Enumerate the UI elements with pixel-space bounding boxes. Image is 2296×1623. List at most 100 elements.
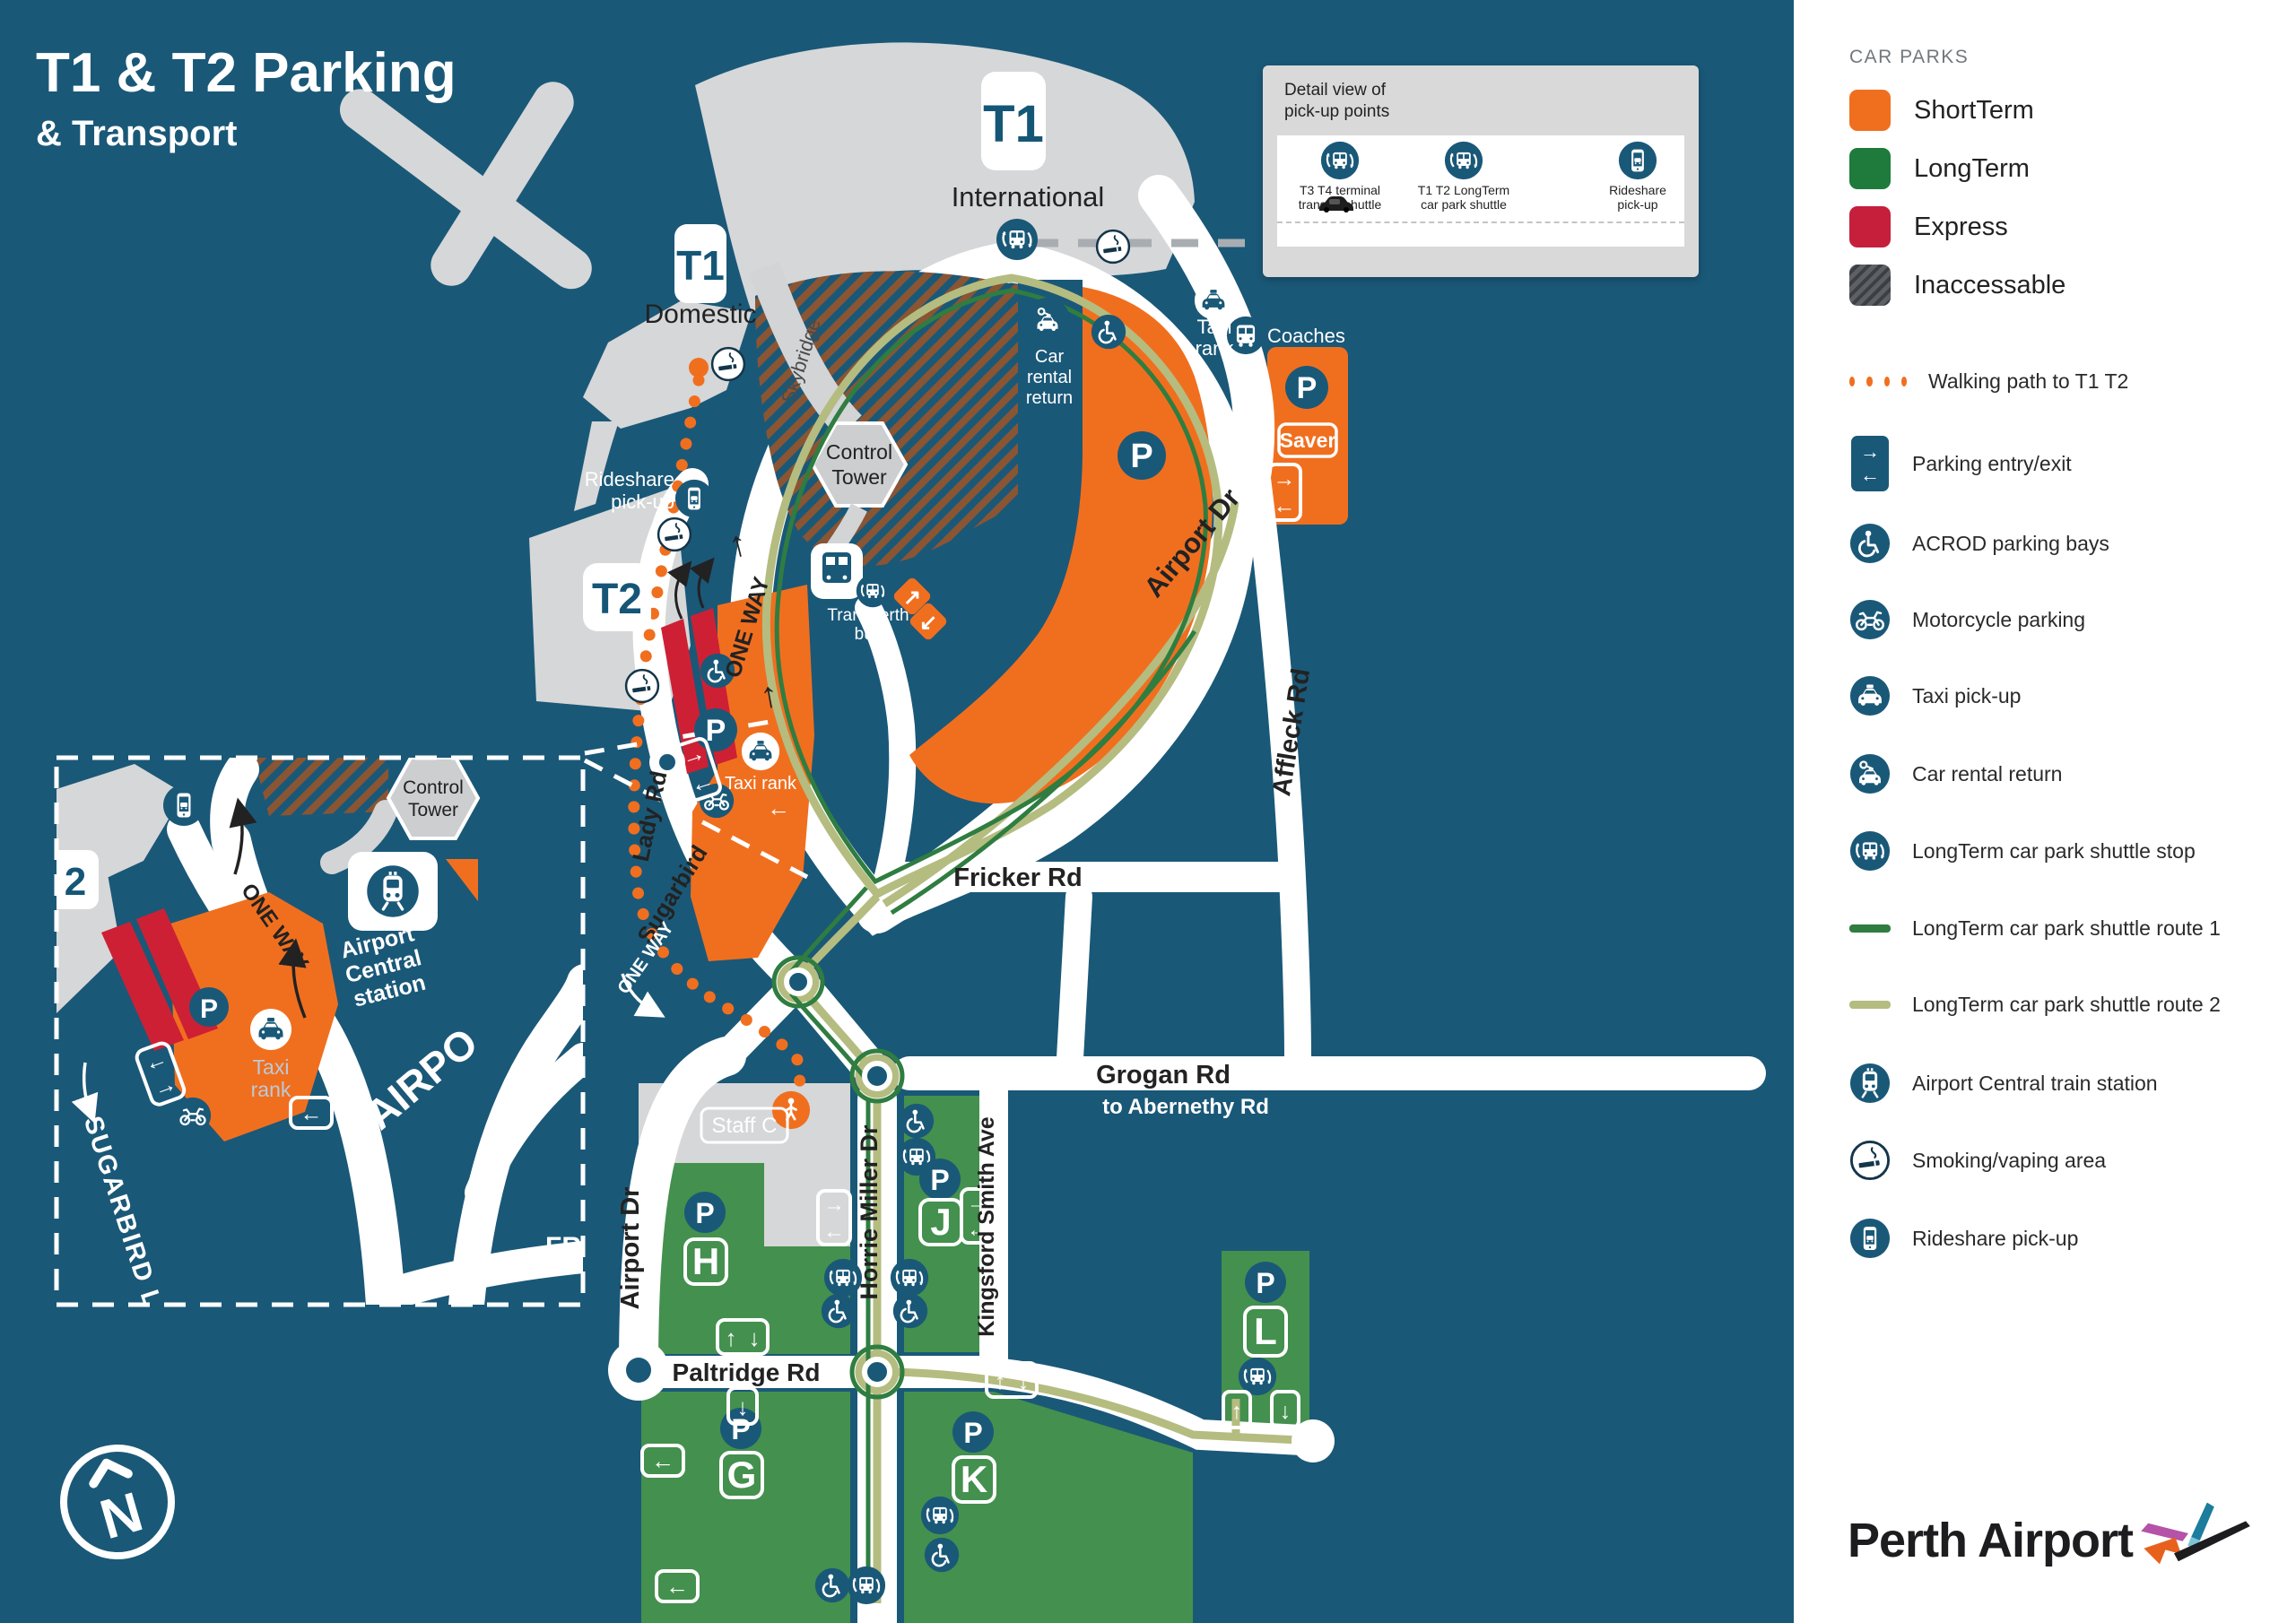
detail-box-title: Detail view of pick-up points [1284, 81, 1390, 121]
arrow: ↙ [919, 611, 937, 635]
title-line-1: T1 & T2 Parking [36, 42, 457, 104]
car-park-j-label: J [930, 1201, 951, 1243]
inset-callout-lines [583, 717, 809, 880]
svg-text:P: P [1297, 371, 1318, 405]
parking-entry-diamonds: ↗ ↙ [893, 577, 947, 640]
inset-fricker-label: FRI [545, 1232, 588, 1262]
paltridge-label: Paltridge Rd [673, 1358, 821, 1386]
shuttle-stop-icon [920, 1496, 960, 1535]
svg-text:→: → [1274, 466, 1296, 491]
detail-box-dashed-road-line [1277, 221, 1684, 223]
entry-exit-signs: → ← ← → ← → ← → ← ↑ ↓ ↓ ↑ ↓ ↑ ↓ ← ← [640, 463, 1302, 1603]
roundabouts [608, 968, 1335, 1462]
svg-text:←: ← [823, 1219, 845, 1244]
svg-text:P: P [706, 714, 726, 748]
t1-domestic-badge: T1 [674, 224, 726, 303]
inset-p: P [189, 987, 229, 1027]
taxi-icon [1849, 675, 1891, 716]
svg-text:Tower: Tower [831, 465, 887, 489]
svg-text:↓: ↓ [737, 1393, 749, 1420]
legend-shortterm: ShortTerm [1849, 90, 2034, 131]
t1-international-building [695, 42, 1195, 312]
acrod-icon [892, 1293, 928, 1329]
page-title: T1 & T2 Parking & Transport [36, 41, 457, 154]
legend-taxi: Taxi pick-up [1849, 675, 2021, 716]
inset-taxi-rank-label: Taxi [253, 1055, 290, 1079]
shortterm-swatch [1849, 90, 1891, 131]
svg-text:←: ← [665, 1573, 689, 1600]
motorcycle-icon [1849, 599, 1891, 640]
legend-route-2: LongTerm car park shuttle route 2 [1849, 993, 2221, 1017]
acrod-icon [1849, 523, 1891, 564]
svg-text:←: ← [300, 1101, 323, 1126]
shuttle-stop-icon [847, 1566, 886, 1605]
control-tower-label: Control [826, 440, 892, 464]
shuttle-stop-icon [996, 218, 1039, 261]
logo-star-icon [2141, 1502, 2250, 1565]
taxi-rank-icon [1194, 281, 1233, 320]
taxi-rank-label: Taxi [1196, 316, 1231, 338]
p-k: P [952, 1411, 994, 1453]
grogan-sub-label: to Abernethy Rd [1102, 1095, 1269, 1119]
affleck-rd-road [1239, 424, 1311, 1072]
taxi-rank-t2-label: Taxi rank [725, 774, 797, 794]
legend-heading: CAR PARKS [1849, 47, 1970, 67]
transperth-bus-station [811, 543, 890, 608]
loop-interior-road [855, 595, 917, 921]
route-1-line [1849, 924, 1891, 933]
svg-text:bus: bus [855, 625, 883, 644]
svg-text:↑: ↑ [726, 1324, 737, 1351]
legend-smoking: Smoking/vaping area [1849, 1140, 2106, 1181]
rideshare-icon [1849, 1218, 1891, 1259]
shuttle-bus-icon [1444, 141, 1483, 180]
route-2-line [1849, 1001, 1891, 1009]
p-j: P [919, 1159, 961, 1200]
svg-text:↓: ↓ [749, 1324, 761, 1351]
walking-man-icon [771, 1090, 811, 1130]
svg-text:Tower: Tower [408, 800, 458, 820]
car-rental-label: Car [1035, 347, 1065, 367]
svg-text:↑: ↑ [995, 1367, 1006, 1394]
acrod-icon [821, 1293, 857, 1329]
map-icons: ↗ ↙ [624, 218, 1277, 1605]
smoking-icon [657, 516, 692, 552]
terminal-connector [574, 421, 619, 511]
car-rental-icon [1849, 753, 1891, 794]
legend-walking-path: Walking path to T1 T2 [1849, 369, 2128, 394]
car-park-g-label: G [727, 1454, 757, 1496]
airport-dr-west-label: Airport Dr [616, 1187, 645, 1310]
svg-text:P: P [1130, 438, 1152, 475]
inset-detail: 2 Control Tower Airport Central station [54, 755, 588, 1307]
svg-text:P: P [963, 1417, 982, 1449]
legend-inaccessable: Inaccessable [1849, 265, 2066, 306]
svg-text:P: P [200, 994, 218, 1024]
smoking-icon [1849, 1140, 1891, 1181]
horrie-miller-label: Horrie Miller Dr [856, 1124, 883, 1300]
p-l: P [1245, 1262, 1286, 1303]
svg-text:→: → [967, 1191, 988, 1215]
legend-shuttle-stop: LongTerm car park shuttle stop [1849, 830, 2196, 872]
transperth-label: Transperth [827, 606, 909, 625]
smoking-icon [1095, 229, 1131, 265]
inset-taxi-icon [250, 1009, 291, 1050]
acrod-icon [924, 1537, 960, 1573]
svg-text:P: P [1256, 1267, 1274, 1299]
longterm-swatch [1849, 148, 1891, 189]
legend-route-1: LongTerm car park shuttle route 1 [1849, 916, 2221, 941]
legend-sidebar: CAR PARKS ShortTerm LongTerm Express Ina… [1794, 0, 2296, 1623]
car-park-l-label: L [1254, 1310, 1277, 1352]
svg-text:←: ← [1274, 493, 1296, 518]
p-saver: P [1285, 366, 1328, 409]
svg-text:return: return [1026, 388, 1073, 408]
car-park-k-label: K [961, 1458, 987, 1500]
fricker-rd-label: Fricker Rd [953, 864, 1082, 892]
acrod-icon [1091, 314, 1126, 350]
svg-text:T2: T2 [592, 576, 642, 623]
express-swatch [1849, 206, 1891, 247]
t1-international-badge: T1 [981, 72, 1046, 170]
shuttle-stop-icon [1849, 830, 1891, 872]
pickup-detail-box: Detail view of pick-up points T3 T4 term… [1263, 65, 1699, 277]
